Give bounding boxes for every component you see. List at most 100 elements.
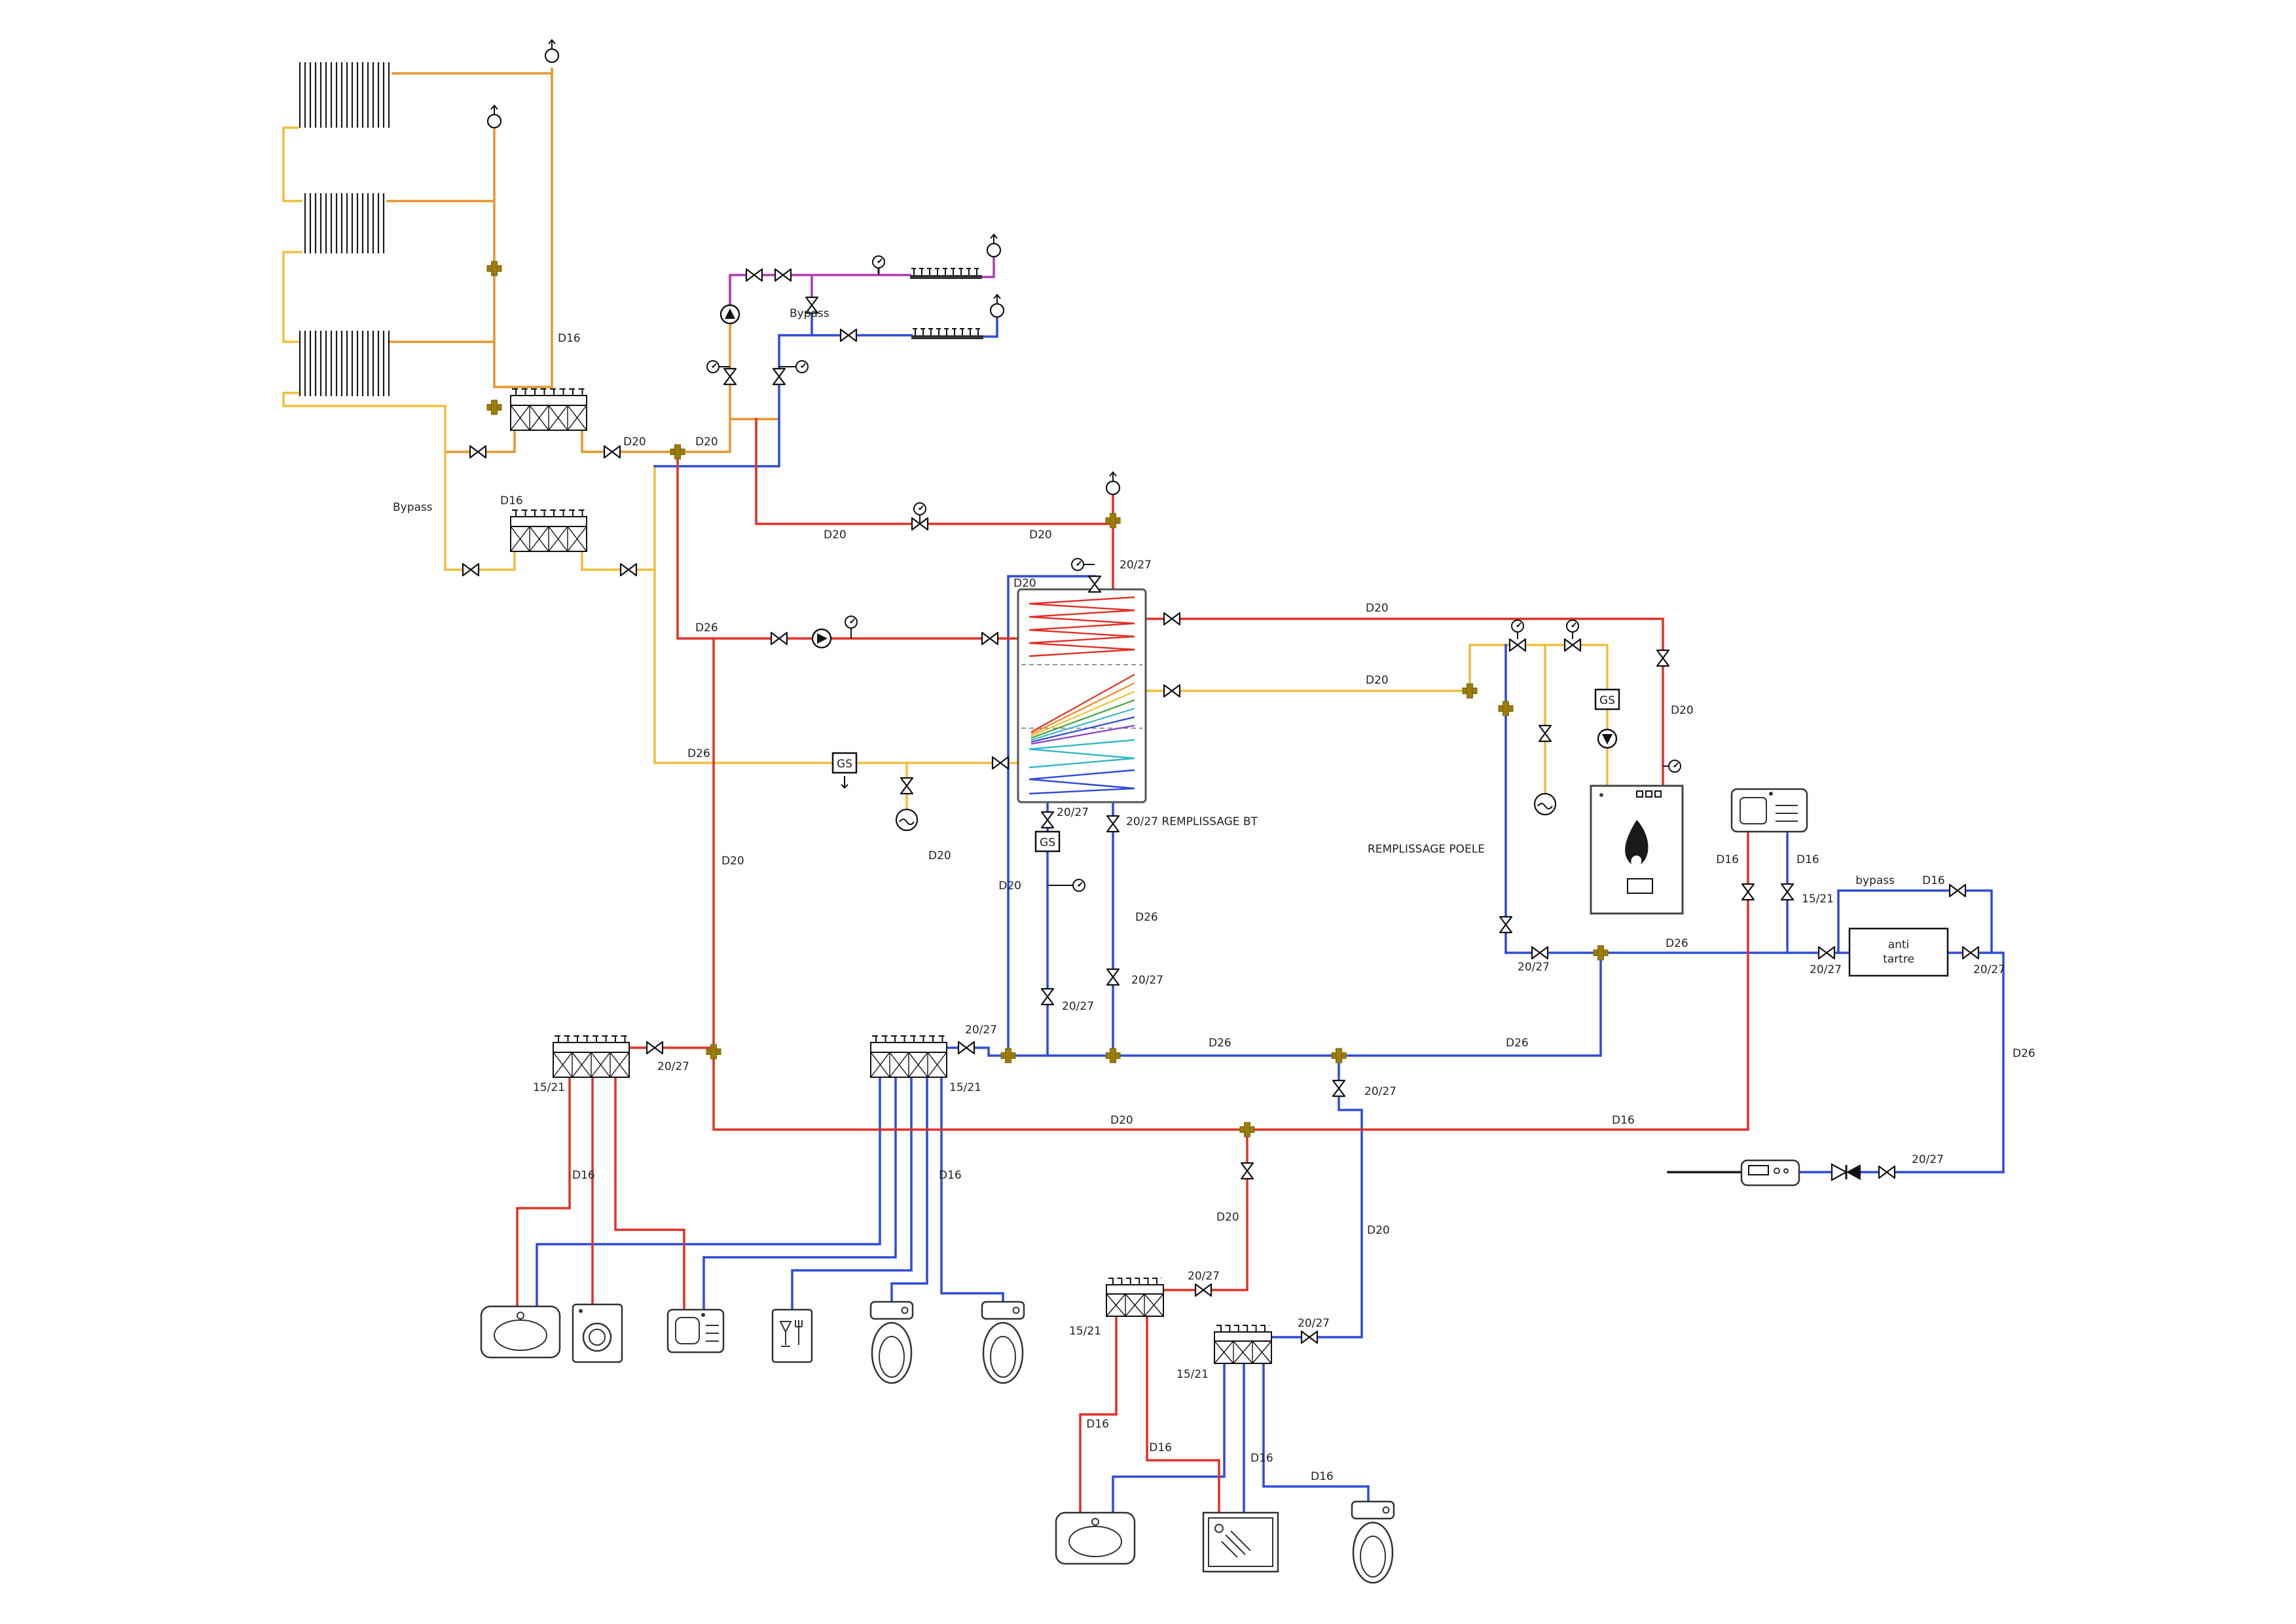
floor-heating-manifold-2 xyxy=(911,328,984,340)
diagram-label: tartre xyxy=(1883,953,1914,966)
brass-tee xyxy=(670,444,685,460)
diagram-label: D20 xyxy=(623,435,646,449)
valve-icon xyxy=(1194,1283,1212,1297)
valve-icon xyxy=(1106,815,1120,833)
diagram-label: 20/27 xyxy=(1973,963,2005,976)
thermometer-icon xyxy=(706,360,720,373)
kitchen-sink-upper xyxy=(1730,788,1808,833)
diagram-label: D20 xyxy=(1110,1114,1133,1127)
diagram-label: D16 xyxy=(1796,853,1819,866)
valve-icon xyxy=(957,1041,975,1055)
floor-heating-manifold-1 xyxy=(909,268,983,280)
diagram-label: D16 xyxy=(1922,874,1945,887)
cold-distribution-manifold-2 xyxy=(1214,1325,1272,1364)
washbasin xyxy=(480,1305,561,1359)
valve-icon xyxy=(462,563,480,577)
diagram-label: anti xyxy=(1888,938,1910,951)
valve-icon xyxy=(1948,883,1967,898)
water-meter xyxy=(1740,1159,1800,1187)
brass-tee xyxy=(486,399,502,415)
valve-icon xyxy=(603,445,621,459)
hot-distribution-manifold xyxy=(553,1035,630,1078)
diagram-label: D16 xyxy=(572,1169,595,1182)
valve-icon xyxy=(900,777,914,795)
diagram-label: D16 xyxy=(1612,1114,1635,1127)
diagram-label: 20/27 xyxy=(657,1060,689,1073)
anti-scale-unit xyxy=(1848,927,1949,977)
toilet xyxy=(981,1301,1025,1384)
diagram-label: D16 xyxy=(1250,1452,1273,1465)
pressure-gauge-icon xyxy=(1668,760,1681,773)
diagram-label: 20/27 xyxy=(1057,806,1089,819)
valve-icon xyxy=(1508,638,1527,652)
valve-icon xyxy=(1499,915,1513,934)
brass-tee xyxy=(1000,1048,1016,1063)
valve-icon xyxy=(839,328,858,342)
diagram-label: D16 xyxy=(939,1169,962,1182)
brass-tee xyxy=(1105,1048,1121,1063)
valve-icon xyxy=(770,631,788,646)
toilet xyxy=(869,1301,914,1384)
pump-icon xyxy=(1597,728,1618,749)
check-valve-icon xyxy=(1831,1163,1861,1181)
hot-water-pipes xyxy=(516,418,1749,1514)
dishwasher xyxy=(771,1308,813,1363)
radiator-manifold-2 xyxy=(510,509,587,552)
diagram-label: D26 xyxy=(1666,937,1688,950)
valve-icon xyxy=(1040,811,1055,829)
cold-distribution-manifold xyxy=(870,1035,947,1078)
valve-icon xyxy=(1040,987,1055,1006)
valve-icon xyxy=(1106,968,1120,986)
air-vent-icon xyxy=(1105,471,1121,496)
diagram-label: D20 xyxy=(1366,674,1389,687)
valve-icon xyxy=(991,756,1010,770)
cold-water-pipes xyxy=(536,312,2005,1514)
valve-icon xyxy=(981,631,999,646)
expansion-vessel-icon xyxy=(895,808,919,832)
valve-icon xyxy=(1878,1165,1896,1179)
diagram-label: D26 xyxy=(695,621,718,635)
diagram-label: GS xyxy=(837,758,852,771)
washing-machine xyxy=(572,1303,623,1363)
floor-circuit-pipes xyxy=(729,255,995,306)
diagram-label: D16 xyxy=(1716,853,1739,866)
diagram-label: Bypass xyxy=(790,307,829,320)
diagram-label: 20/27 xyxy=(1518,961,1550,974)
gs-box-2 xyxy=(1034,830,1061,853)
brass-tee xyxy=(1331,1048,1347,1063)
toilet xyxy=(1351,1500,1395,1584)
diagram-label: 20/27 xyxy=(1188,1270,1220,1283)
diagram-label: 20/27 xyxy=(1912,1153,1944,1166)
air-vent-icon xyxy=(989,293,1005,318)
diagram-label: D20 xyxy=(1367,1224,1390,1237)
diagram-label: D20 xyxy=(1216,1211,1239,1224)
kitchen-sink xyxy=(666,1308,725,1354)
diagram-label: D26 xyxy=(1506,1037,1529,1050)
diagram-label: 20/27 xyxy=(1364,1085,1396,1098)
diagram-label: D16 xyxy=(1086,1418,1109,1431)
diagram-label: D20 xyxy=(928,849,951,862)
hot-distribution-manifold-2 xyxy=(1106,1278,1164,1317)
heating-flow-pipes xyxy=(386,67,780,453)
valve-icon xyxy=(745,268,763,282)
diagram-label: D20 xyxy=(1013,577,1036,590)
radiator-1 xyxy=(298,62,393,128)
diagram-label: 15/21 xyxy=(1176,1368,1209,1381)
gs-box-3 xyxy=(1594,688,1620,710)
diagram-label: D26 xyxy=(2013,1047,2035,1060)
thermometer-icon xyxy=(1566,619,1579,633)
diagram-label: D26 xyxy=(1209,1037,1231,1050)
valve-icon xyxy=(1780,883,1795,901)
diagram-label: GS xyxy=(1599,694,1615,707)
diagram-label: 20/27 xyxy=(1131,974,1163,987)
wood-stove xyxy=(1590,784,1684,915)
diagram-label: Bypass xyxy=(393,501,433,514)
valve-icon xyxy=(469,445,487,459)
diagram-label: D16 xyxy=(1149,1441,1172,1454)
diagram-label: D20 xyxy=(1029,528,1052,542)
diagram-label: D20 xyxy=(824,528,847,542)
air-vent-icon xyxy=(544,39,560,64)
diagram-label: 20/27 xyxy=(1062,1000,1094,1013)
air-vent-icon xyxy=(986,233,1002,258)
brass-elbow xyxy=(1462,683,1478,699)
